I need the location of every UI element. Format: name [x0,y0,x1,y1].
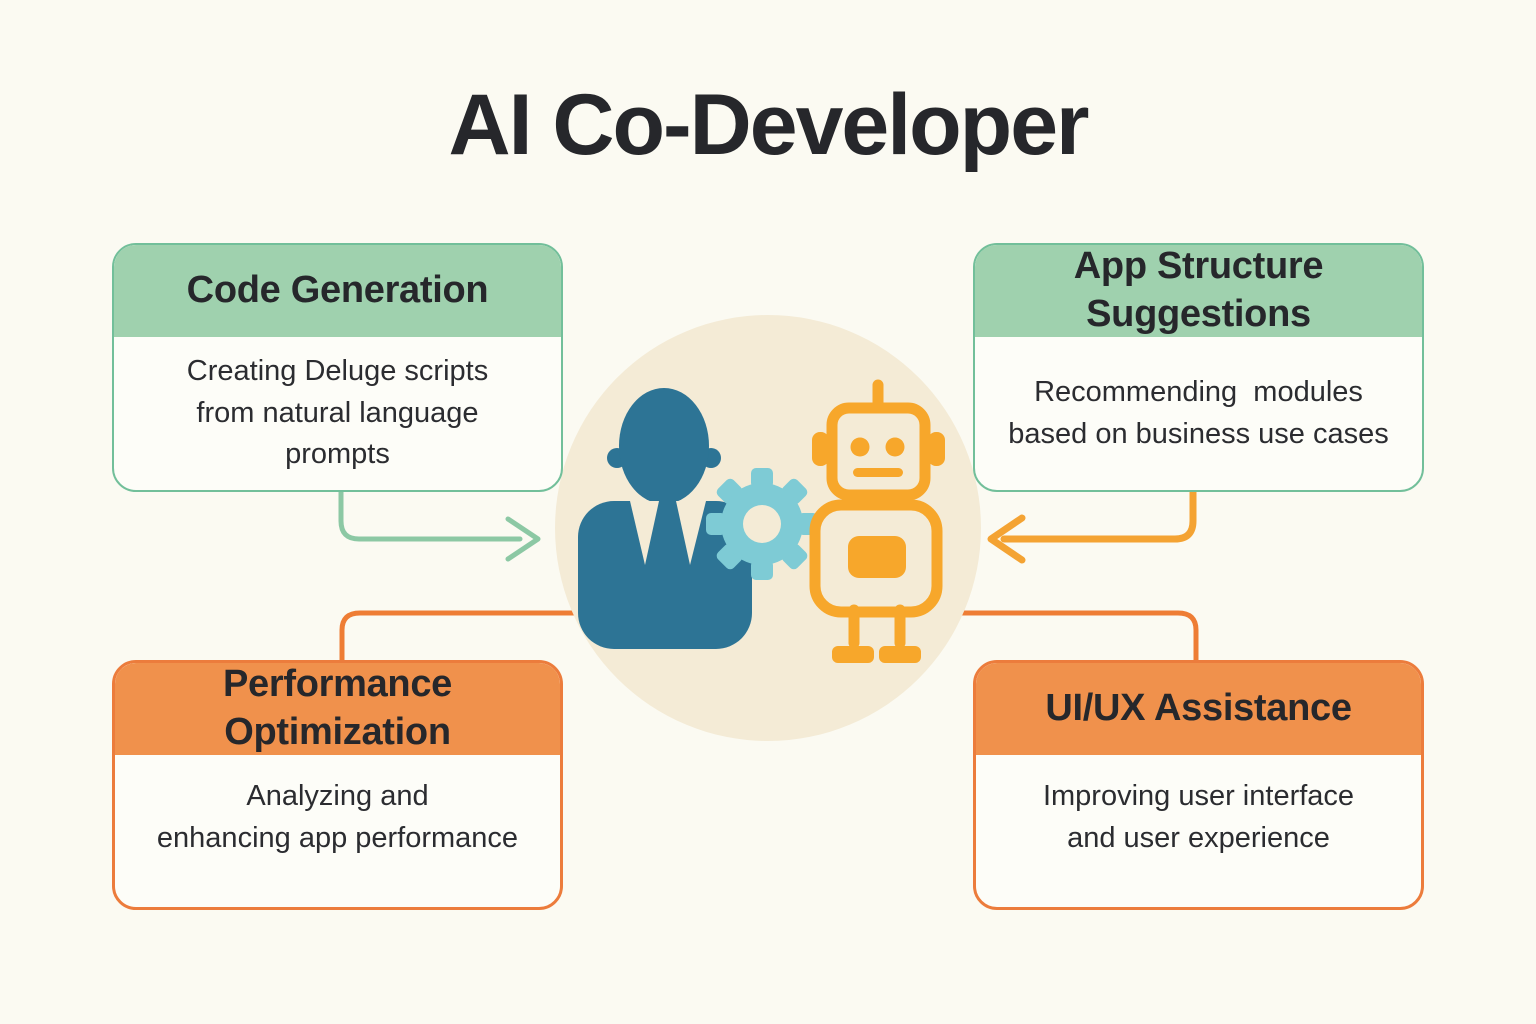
robot-head [826,402,931,501]
robot-eye-right [885,437,905,457]
connector-app-structure-line [1000,487,1197,543]
connector-code-generation-line [338,488,523,542]
card-code-generation-title: Code Generation [114,245,561,337]
arrow-left-icon [987,514,1026,564]
card-code-generation: Code Generation Creating Deluge scripts … [112,243,563,492]
page-title: AI Co-Developer [448,77,1089,173]
gear-icon [706,468,818,580]
robot-foot-left [832,646,874,663]
robot-eye-left [850,437,870,457]
card-app-structure-body: Recommending modules based on business u… [1008,375,1389,450]
collar-right [676,501,706,565]
card-uiux-body: Improving user interface and user experi… [1042,780,1355,854]
card-app-structure-suggestions: App Structure Suggestions Recommending m… [973,243,1424,492]
collar-left [630,501,659,565]
connector-performance-line [339,610,583,664]
card-code-generation-body: Creating Deluge scripts from natural lan… [186,354,489,471]
center-illustration [553,313,983,743]
robot-screen [848,536,906,578]
robot-icon [809,379,945,663]
arrow-right-icon [505,516,541,562]
card-uiux-title: UI/UX Assistance [976,663,1421,755]
robot-body [809,499,943,618]
robot-ear-left [812,432,829,466]
robot-foot-right [879,646,921,663]
connector-uiux-line [953,610,1199,664]
card-performance-optimization: Performance Optimization Analyzing and e… [112,660,563,910]
card-app-structure-title: App Structure Suggestions [975,245,1422,337]
card-performance-title: Performance Optimization [115,663,560,755]
person-icon [578,388,752,649]
robot-ear-right [928,432,945,466]
robot-mouth [853,468,903,477]
card-ui-ux-assistance: UI/UX Assistance Improving user interfac… [973,660,1424,910]
card-performance-body: Analyzing and enhancing app performance [156,780,519,854]
